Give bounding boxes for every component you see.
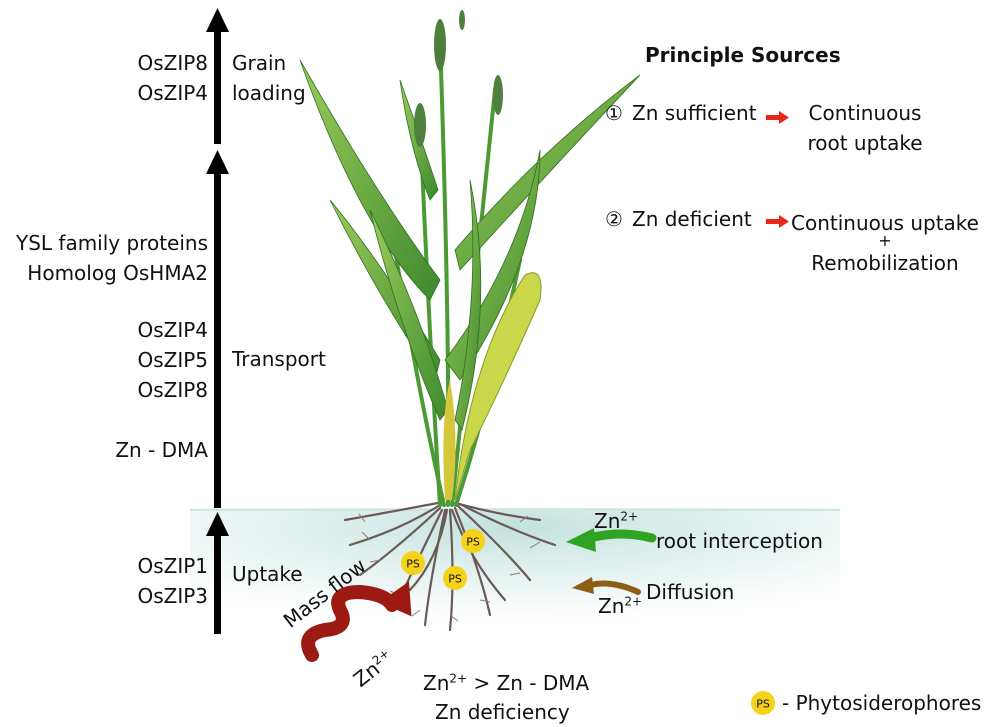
grain-gene-2: OsZIP4 [137,81,208,105]
uptake-gene-1: OsZIP1 [137,554,208,578]
transport-arrow [206,150,229,508]
source-2-result-line2: Remobilization [811,251,959,275]
source-1-result-line1: Continuous [808,101,922,125]
transport-label: Transport [232,347,326,371]
uptake-gene-2: OsZIP3 [137,584,208,608]
transport-gene-3: OsZIP8 [137,378,208,402]
grain-gene-1: OsZIP8 [137,51,208,75]
svg-text:PS: PS [448,573,462,586]
zn-deficiency-label: Zn deficiency [435,700,570,724]
svg-text:PS: PS [756,698,770,711]
ps-badge-2: PS [401,551,425,575]
uptake-label: Uptake [232,562,303,586]
source-2-marker: ② [605,207,623,231]
root-interception-arrow [566,528,657,552]
deficient-result-arrow [766,215,789,228]
zn-relation-label: Zn2+ > Zn - DMA [423,671,590,695]
mass-flow-arrow [301,581,412,662]
grain-loading-label-line2: loading [232,81,306,105]
source-1-result-line2: root uptake [807,131,923,155]
grain-loading-label-line1: Grain [232,51,287,75]
sufficient-result-arrow [766,111,789,124]
source-2-result-plus: + [878,231,892,250]
uptake-arrow [206,512,229,634]
ysl-family-label: YSL family proteins [15,231,208,255]
zn-dma-label: Zn - DMA [115,438,208,462]
svg-text:PS: PS [466,536,480,549]
homolog-label: Homolog OsHMA2 [27,261,208,285]
ps-badge-1: PS [461,529,485,553]
diffusion-ion-label: Zn2+ [598,594,643,618]
legend-text: - Phytosiderophores [782,691,982,715]
sources-heading: Principle Sources [645,43,841,67]
interception-ion-label: Zn2+ [594,509,639,533]
source-2-result-line1: Continuous uptake [791,211,979,235]
ps-badge-3: PS [443,566,467,590]
diffusion-label: Diffusion [646,580,735,604]
source-2-condition: Zn deficient [632,207,752,231]
grain-loading-arrow [206,8,229,144]
transport-gene-2: OsZIP5 [137,348,208,372]
root-interception-label: root interception [656,529,823,553]
source-1-marker: ① [605,101,623,125]
source-1-condition: Zn sufficient [632,101,757,125]
svg-text:PS: PS [406,558,420,571]
transport-gene-1: OsZIP4 [137,318,208,342]
diffusion-arrow [572,577,641,595]
legend-ps-badge: PS [751,691,775,715]
